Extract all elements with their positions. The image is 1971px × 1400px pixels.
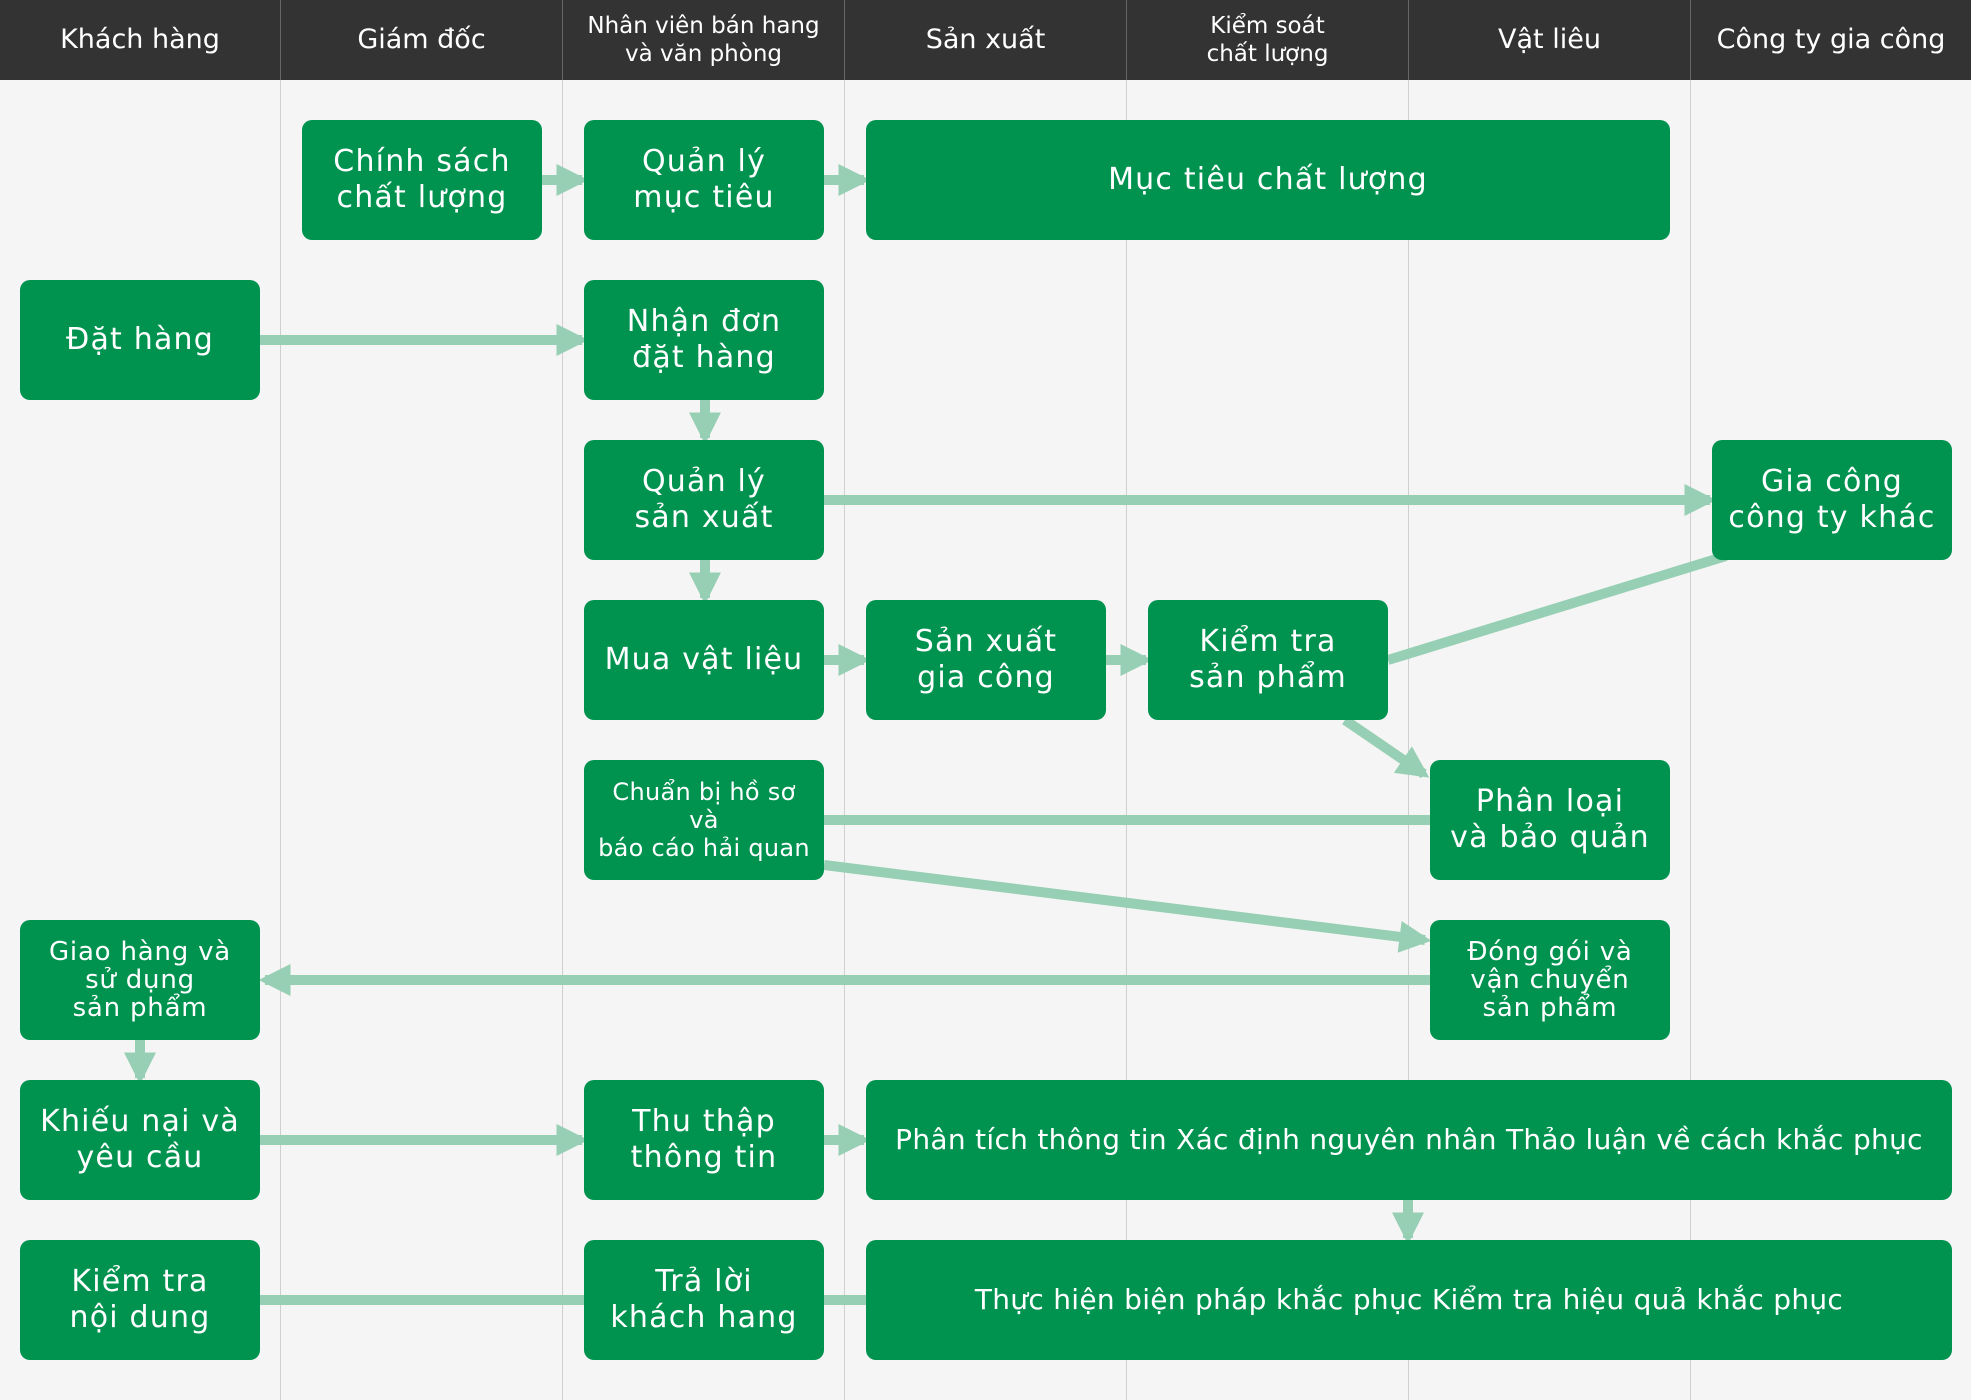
box-quality-policy: Chính sách chất lượng (302, 120, 542, 240)
box-production-management: Quản lý sản xuất (584, 440, 824, 560)
lane-divider (844, 0, 845, 1400)
arrow-inspection-to-sorting (1342, 715, 1430, 779)
box-check-content: Kiểm tra nội dung (20, 1240, 260, 1360)
lane-header-sales-office: Nhân viên bán hang và văn phòng (587, 13, 820, 67)
box-production: Sản xuất gia công (866, 600, 1106, 720)
header-divider (1690, 0, 1691, 80)
box-delivery-and-use: Giao hàng và sử dụng sản phẩm (20, 920, 260, 1040)
lane-divider (1690, 0, 1691, 1400)
box-quality-target: Mục tiêu chất lượng (866, 120, 1670, 240)
arrow-customs-to-packing (823, 860, 1432, 953)
box-reply-customer: Trả lời khách hang (584, 1240, 824, 1360)
lane-header-quality-control: Kiểm soát chất lượng (1206, 13, 1329, 67)
box-inspect-product: Kiểm tra sản phẩm (1148, 600, 1388, 720)
box-sort-and-store: Phân loại và bảo quản (1430, 760, 1670, 880)
lane-divider (562, 0, 563, 1400)
lane-divider (1408, 0, 1409, 1400)
box-pack-and-ship: Đóng gói và vận chuyển sản phẩm (1430, 920, 1670, 1040)
lane-divider (280, 0, 281, 1400)
box-buy-materials: Mua vật liệu (584, 600, 824, 720)
box-collect-info: Thu thập thông tin (584, 1080, 824, 1200)
header-divider (562, 0, 563, 80)
box-implement-fix: Thực hiện biện pháp khắc phục Kiểm tra h… (866, 1240, 1952, 1360)
box-customs-documents: Chuẩn bị hồ sơ và báo cáo hải quan (584, 760, 824, 880)
lane-divider (1126, 0, 1127, 1400)
header-divider (1126, 0, 1127, 80)
box-complaint: Khiếu nại và yêu cầu (20, 1080, 260, 1200)
box-outsourcing: Gia công công ty khác (1712, 440, 1952, 560)
lane-header-director: Giám đốc (357, 24, 486, 55)
box-analysis: Phân tích thông tin Xác định nguyên nhân… (866, 1080, 1952, 1200)
box-receive-order: Nhận đơn đặt hàng (584, 280, 824, 400)
lane-header-customer: Khách hàng (60, 24, 220, 55)
lane-header-materials: Vật liêu (1498, 24, 1601, 55)
lane-header-production: Sản xuất (925, 24, 1046, 55)
lane-header-bar: Khách hàng Giám đốc Nhân viên bán hang v… (0, 0, 1971, 80)
box-target-management: Quản lý mục tiêu (584, 120, 824, 240)
header-divider (844, 0, 845, 80)
header-divider (280, 0, 281, 80)
lane-header-outsourcing-company: Công ty gia công (1716, 24, 1946, 55)
header-divider (1408, 0, 1409, 80)
arrow-outsourcing-to-inspection (1386, 551, 1728, 665)
box-place-order: Đặt hàng (20, 280, 260, 400)
